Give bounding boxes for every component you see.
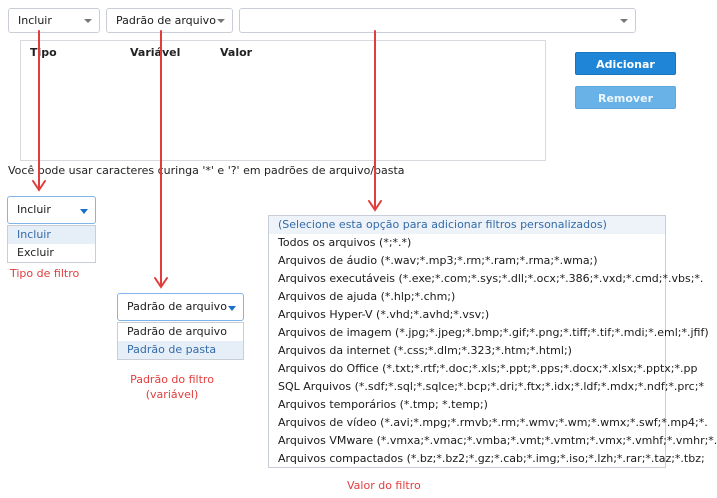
option-vmware-files[interactable]: Arquivos VMware (*.vmxa;*.vmac;*.vmba;*.… <box>278 434 717 447</box>
filter-type-select-value: Incluir <box>18 14 52 27</box>
option-all-files[interactable]: Todos os arquivos (*;*.*) <box>278 236 412 249</box>
option-folder-pattern[interactable]: Padrão de pasta <box>118 341 243 359</box>
filter-pattern-caption-line2: (variável) <box>145 388 199 401</box>
column-header-variable: Variável <box>130 46 181 59</box>
filter-pattern-select-value: Padrão de arquivo <box>116 14 216 27</box>
filter-value-select[interactable] <box>239 8 636 33</box>
filter-pattern-select[interactable]: Padrão de arquivo <box>106 8 233 33</box>
filter-type-select[interactable]: Incluir <box>8 8 100 33</box>
option-exclude[interactable]: Excluir <box>17 246 54 259</box>
chevron-down-icon <box>80 209 88 214</box>
filter-type-caption: Tipo de filtro <box>10 267 80 280</box>
filter-type-dropdown[interactable]: Incluir <box>7 196 96 224</box>
filters-grid[interactable]: Tipo Variável Valor <box>20 40 546 161</box>
chevron-down-icon <box>228 306 236 311</box>
filter-pattern-dropdown-value: Padrão de arquivo <box>127 300 227 313</box>
arrow-filter-type-head <box>32 180 46 192</box>
option-file-pattern[interactable]: Padrão de arquivo <box>127 325 227 338</box>
filter-pattern-dropdown[interactable]: Padrão de arquivo <box>117 293 244 321</box>
wildcard-hint: Você pode usar caracteres curinga '*' e … <box>8 164 405 177</box>
option-audio-files[interactable]: Arquivos de áudio (*.wav;*.mp3;*.rm;*.ra… <box>278 254 598 267</box>
filter-type-options: Incluir Excluir <box>7 225 96 263</box>
option-office-files[interactable]: Arquivos do Office (*.txt;*.rtf;*.doc;*.… <box>278 362 698 375</box>
option-custom-filter[interactable]: (Selecione esta opção para adicionar fil… <box>269 216 665 234</box>
filter-value-caption: Valor do filtro <box>347 479 421 492</box>
option-compressed-files[interactable]: Arquivos compactados (*.bz;*.bz2;*.gz;*.… <box>278 452 705 465</box>
filter-type-dropdown-value: Incluir <box>17 203 51 216</box>
arrow-filter-value-head <box>368 200 382 212</box>
filter-value-options: (Selecione esta opção para adicionar fil… <box>268 215 717 468</box>
option-temp-files[interactable]: Arquivos temporários (*.tmp; *.temp;) <box>278 398 488 411</box>
chevron-down-icon <box>620 19 628 23</box>
chevron-down-icon <box>84 19 92 23</box>
column-header-type: Tipo <box>30 46 57 59</box>
option-internet-files[interactable]: Arquivos da internet (*.css;*.dlm;*.323;… <box>278 344 572 357</box>
remove-button[interactable]: Remover <box>575 86 676 109</box>
add-button[interactable]: Adicionar <box>575 52 676 75</box>
option-executable-files[interactable]: Arquivos executáveis (*.exe;*.com;*.sys;… <box>278 272 704 285</box>
chevron-down-icon <box>217 19 225 23</box>
filter-pattern-caption: Padrão do filtro (variável) <box>127 372 217 402</box>
option-video-files[interactable]: Arquivos de vídeo (*.avi;*.mpg;*.rmvb;*.… <box>278 416 708 429</box>
filter-pattern-options: Padrão de arquivo Padrão de pasta <box>117 322 244 360</box>
column-header-value: Valor <box>220 46 253 59</box>
filter-pattern-caption-line1: Padrão do filtro <box>130 373 214 386</box>
option-include[interactable]: Incluir <box>8 226 95 244</box>
arrow-filter-pattern-head <box>154 277 168 289</box>
option-image-files[interactable]: Arquivos de imagem (*.jpg;*.jpeg;*.bmp;*… <box>278 326 709 339</box>
option-sql-files[interactable]: SQL Arquivos (*.sdf;*.sql;*.sqlce;*.bcp;… <box>278 380 704 393</box>
option-hyperv-files[interactable]: Arquivos Hyper-V (*.vhd;*.avhd;*.vsv;) <box>278 308 490 321</box>
option-help-files[interactable]: Arquivos de ajuda (*.hlp;*.chm;) <box>278 290 456 303</box>
